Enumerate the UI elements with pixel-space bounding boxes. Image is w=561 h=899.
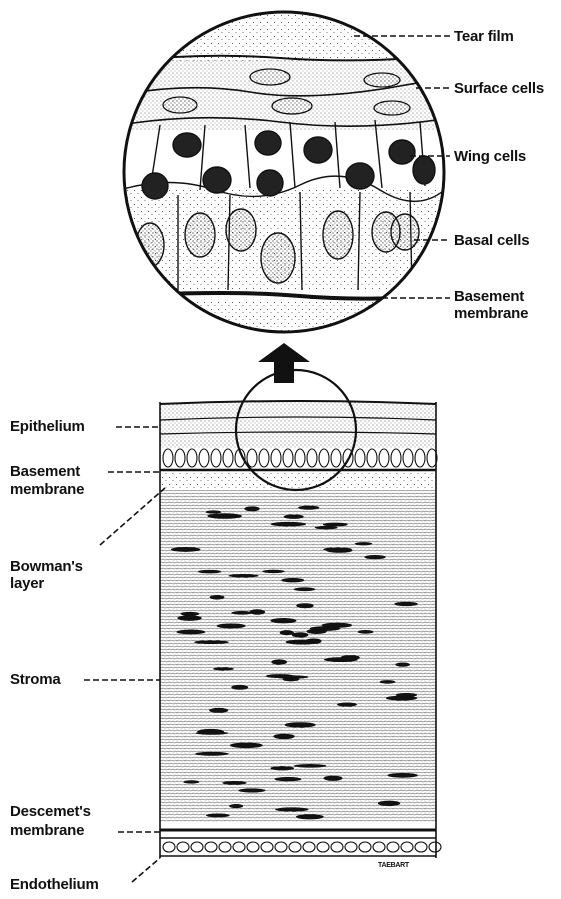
keratocyte (284, 514, 304, 518)
keratocyte (213, 667, 234, 670)
keratocyte (195, 752, 229, 756)
keratocyte (296, 603, 313, 608)
label-surface-cells: Surface cells (454, 80, 544, 97)
keratocyte (337, 703, 357, 707)
keratocyte (280, 630, 294, 635)
cornea-cross-section (160, 370, 441, 858)
keratocyte (271, 522, 306, 527)
keratocyte (270, 618, 296, 623)
keratocyte (341, 655, 360, 660)
label-endothelium: Endothelium (10, 876, 99, 893)
label-basal-cells: Basal cells (454, 232, 529, 249)
keratocyte (364, 555, 386, 559)
keratocyte (230, 743, 263, 749)
keratocyte (274, 675, 308, 678)
keratocyte (229, 804, 243, 808)
keratocyte (323, 776, 342, 781)
keratocyte (294, 764, 327, 768)
keratocyte (205, 510, 221, 513)
keratocyte (231, 611, 252, 615)
keratocyte (378, 801, 400, 806)
label-basement-membrane-2: membrane (10, 481, 84, 498)
keratocyte (231, 685, 248, 690)
label-descemets-membrane-1: Descemet's (10, 803, 91, 820)
keratocyte (270, 766, 294, 770)
magnified-epithelium-circle (120, 10, 462, 340)
label-stroma: Stroma (10, 671, 60, 688)
keratocyte (207, 513, 242, 519)
label-descemets-membrane-2: membrane (10, 822, 84, 839)
label-tear-film: Tear film (454, 28, 514, 45)
keratocyte (296, 814, 324, 819)
keratocyte (209, 708, 228, 713)
keratocyte (171, 547, 201, 552)
keratocyte (298, 506, 319, 510)
keratocyte (286, 640, 319, 645)
keratocyte (284, 722, 315, 727)
label-bowmans-layer-1: Bowman's (10, 558, 83, 575)
keratocyte (176, 630, 205, 635)
keratocyte (194, 640, 229, 644)
keratocyte (387, 773, 417, 778)
keratocyte (244, 506, 259, 511)
label-bowmans-layer-2: layer (10, 575, 44, 592)
keratocyte (358, 630, 374, 634)
keratocyte (394, 602, 418, 606)
keratocyte (275, 807, 308, 811)
surface-cells-layer (120, 60, 462, 130)
epithelium-layer (160, 401, 436, 448)
keratocyte (249, 609, 265, 614)
label-basement-membrane-zoom-1: Basement (454, 288, 524, 305)
artist-signature: TAEBART (378, 862, 409, 869)
label-basement-membrane-1: Basement (10, 463, 80, 480)
keratocyte (222, 781, 246, 785)
keratocyte (395, 663, 410, 667)
keratocyte (197, 729, 224, 735)
keratocyte (292, 632, 309, 637)
keratocyte (323, 548, 352, 552)
keratocyte (396, 693, 417, 697)
keratocyte (217, 623, 246, 628)
keratocyte (180, 612, 199, 616)
basal-cells-layer (120, 190, 450, 290)
label-epithelium: Epithelium (10, 418, 85, 435)
keratocyte (380, 680, 396, 684)
keratocyte (198, 570, 222, 573)
keratocyte (206, 814, 230, 818)
keratocyte (228, 574, 258, 578)
keratocyte (271, 659, 287, 664)
bowmans-layer (160, 472, 436, 490)
keratocyte (281, 578, 304, 582)
keratocyte (210, 595, 225, 600)
label-basement-membrane-zoom-2: membrane (454, 305, 528, 322)
keratocyte (177, 615, 201, 621)
keratocyte (273, 734, 294, 739)
keratocyte (322, 623, 353, 628)
keratocyte (184, 780, 200, 783)
keratocyte (355, 542, 373, 545)
keratocyte (294, 587, 316, 591)
keratocyte (275, 777, 302, 781)
keratocyte (323, 523, 348, 527)
label-wing-cells: Wing cells (454, 148, 526, 165)
keratocyte (262, 570, 285, 573)
keratocyte (315, 526, 338, 529)
keratocyte (238, 788, 265, 792)
